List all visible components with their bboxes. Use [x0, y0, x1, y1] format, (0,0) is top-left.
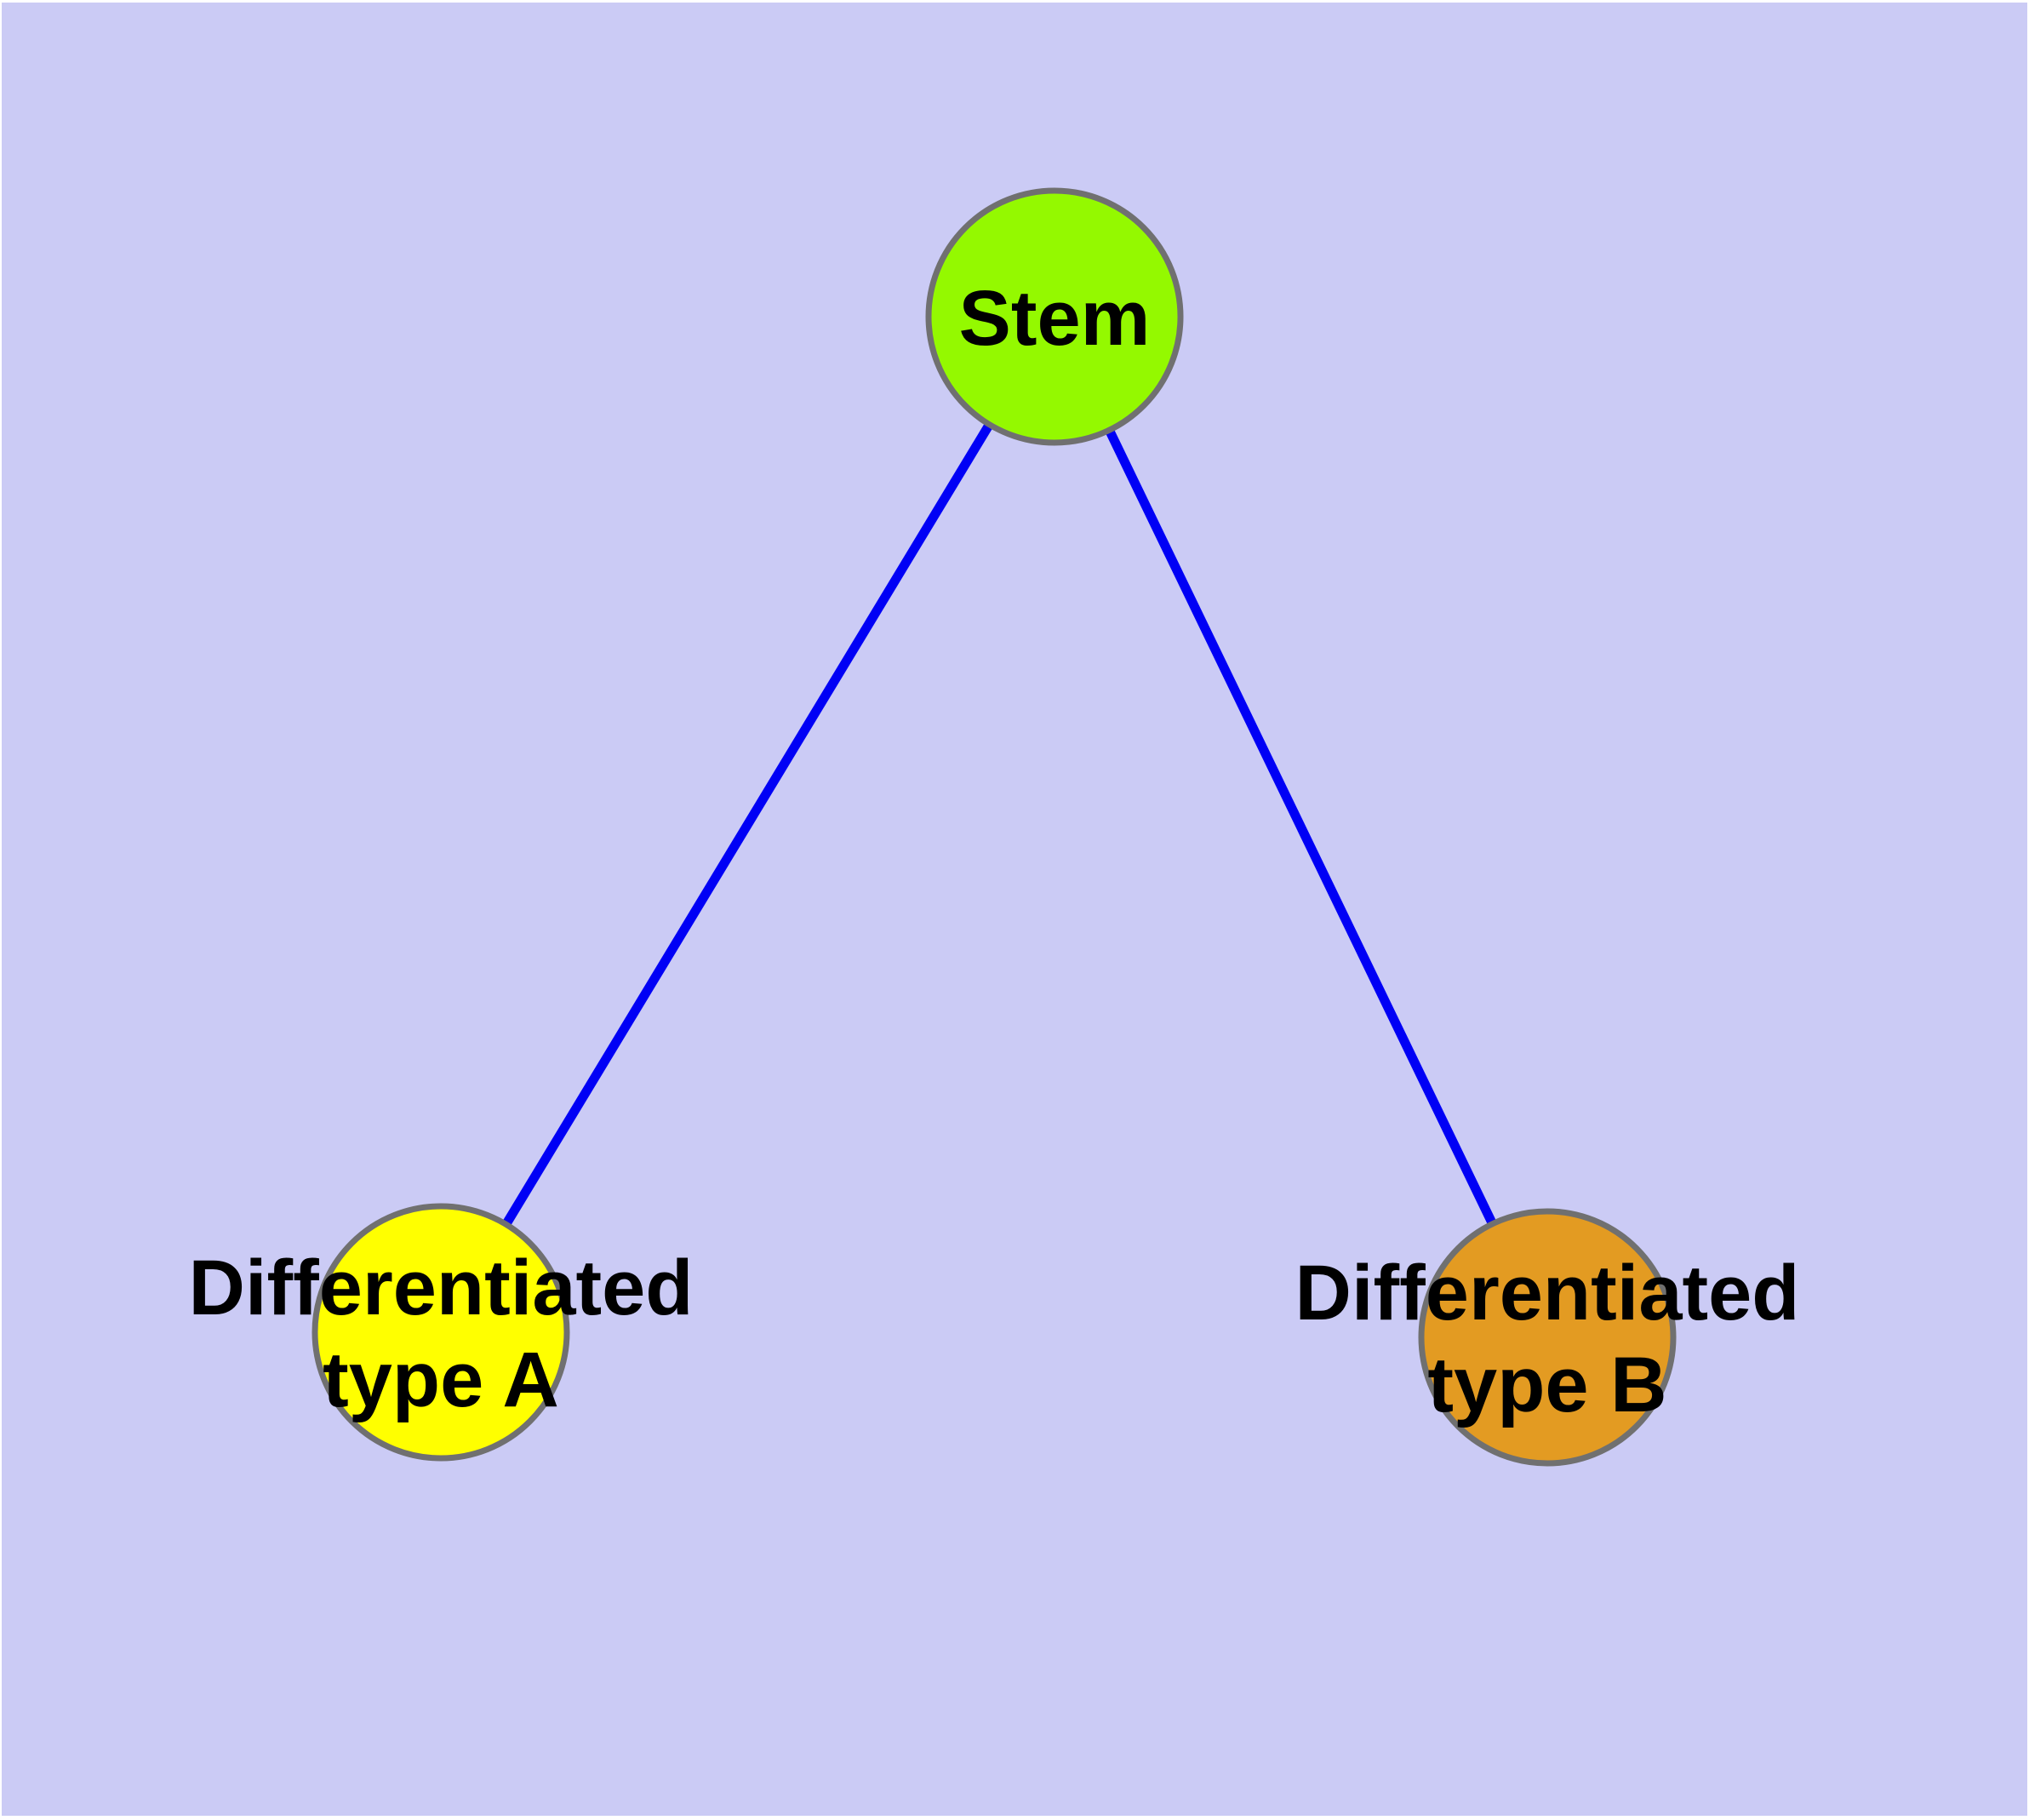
edges-layer [437, 314, 1552, 1340]
node-stem[interactable] [925, 187, 1184, 446]
node-typeB[interactable] [1418, 1208, 1677, 1467]
node-label-stem: Stem [959, 275, 1151, 362]
node-typeA[interactable] [311, 1203, 570, 1462]
node-label-line: Stem [959, 275, 1151, 362]
node-label-line: Differentiated [189, 1245, 694, 1331]
nodes-layer [311, 187, 1677, 1467]
edge-stem-typeA [437, 314, 1059, 1335]
node-label-line: type B [1427, 1342, 1666, 1428]
edge-stem-typeB [1050, 314, 1552, 1340]
node-label-line: Differentiated [1295, 1250, 1800, 1336]
node-label-line: type A [323, 1336, 559, 1423]
